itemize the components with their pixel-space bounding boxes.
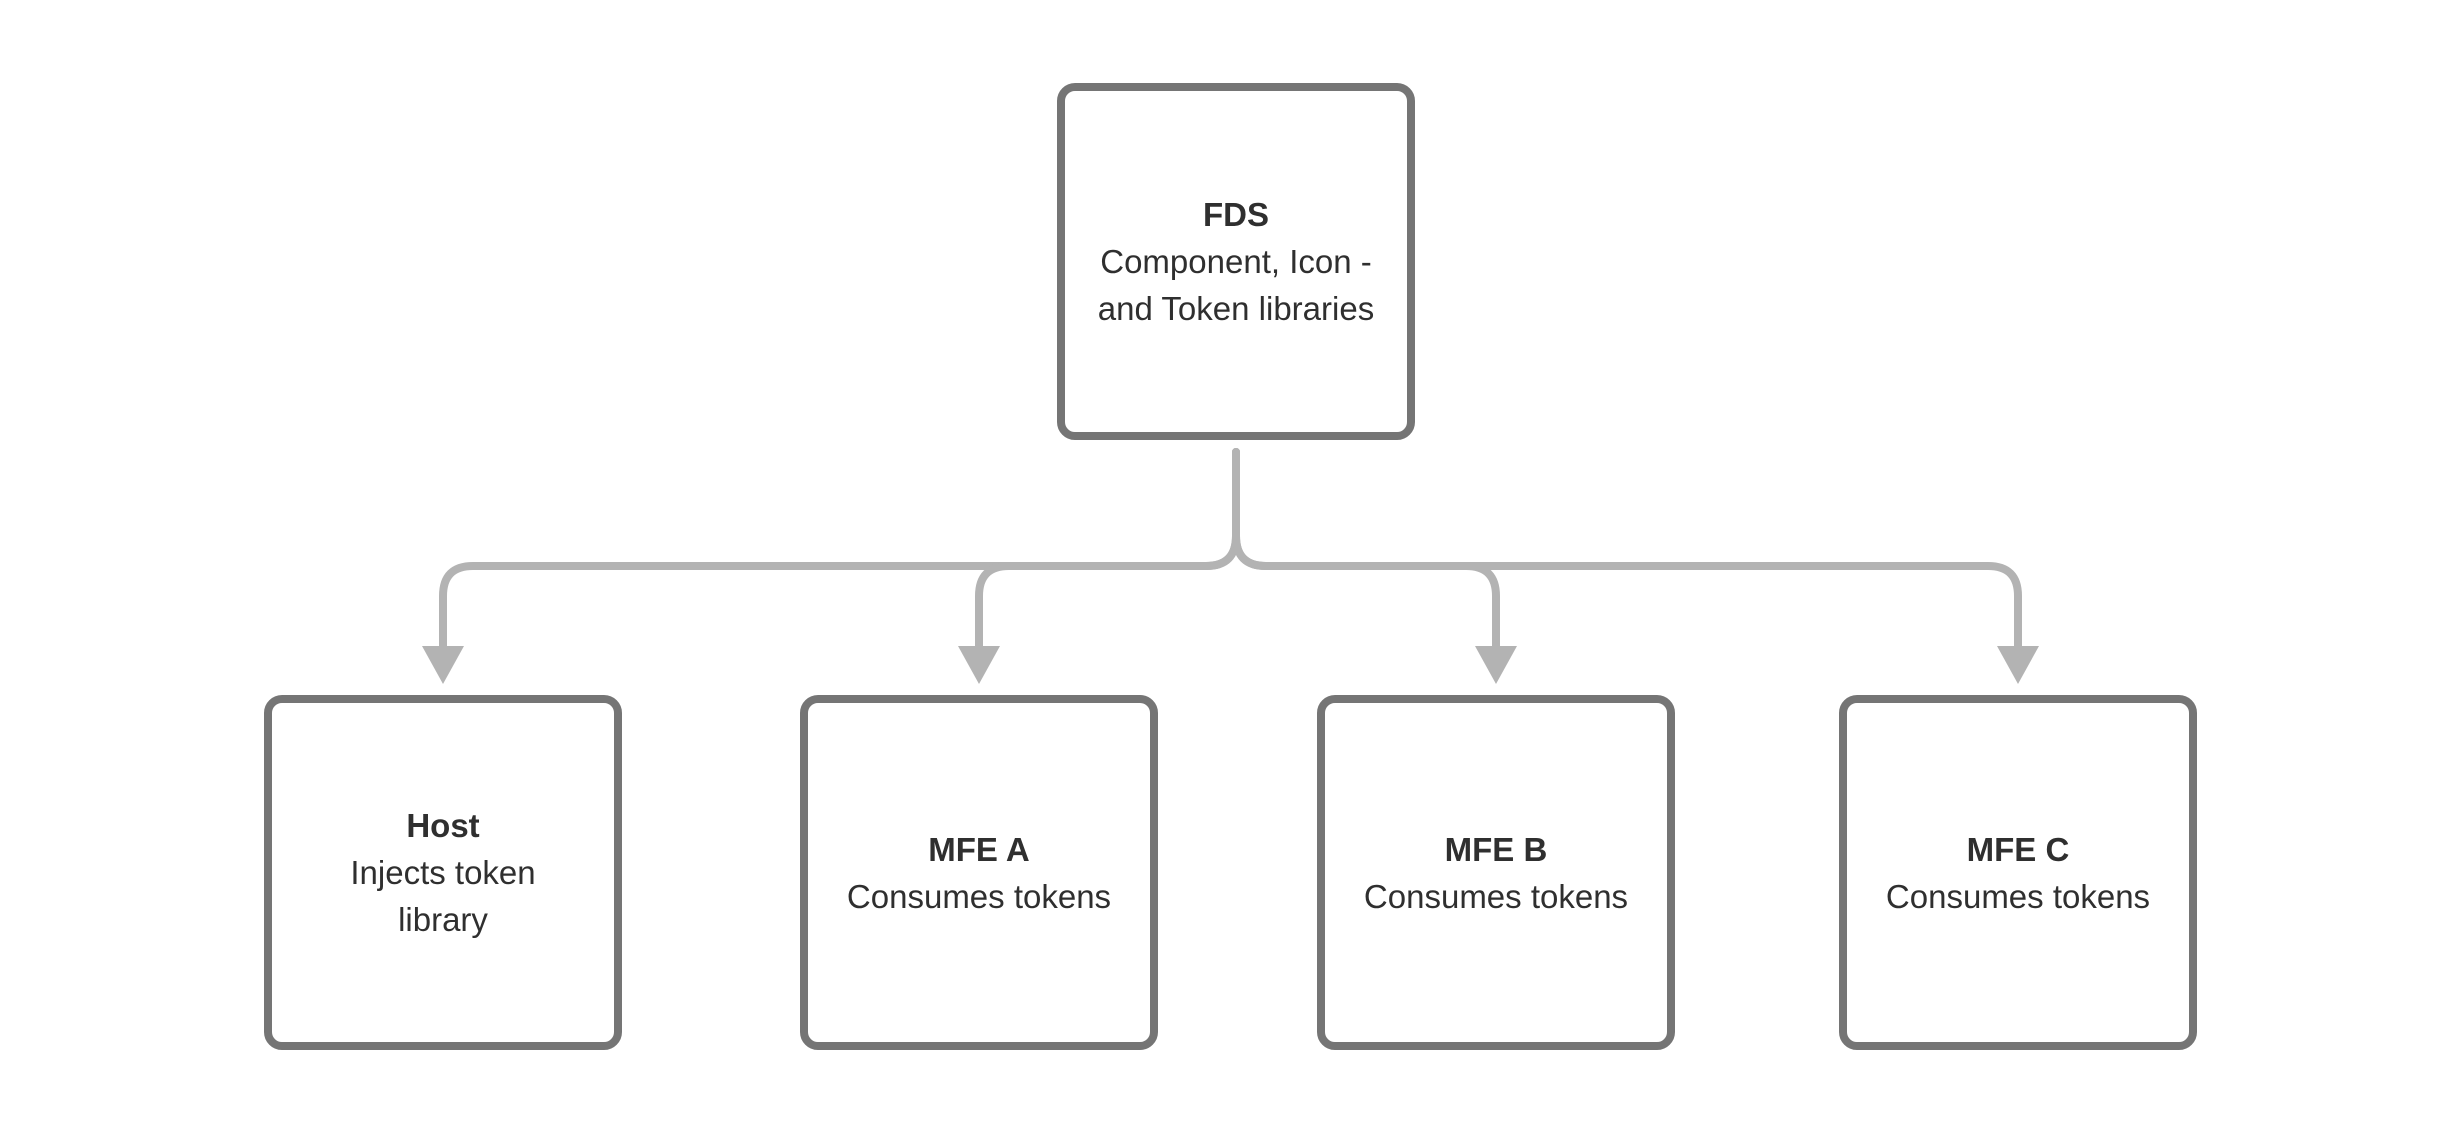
node-mfe-c: MFE C Consumes tokens [1839, 695, 2197, 1050]
arrowhead-mfe-c [1997, 646, 2039, 684]
node-fds: FDS Component, Icon - and Token librarie… [1057, 83, 1415, 440]
arrowhead-mfe-b [1475, 646, 1517, 684]
connector-fds-mfe-c [1232, 448, 2022, 652]
node-mfe-a: MFE A Consumes tokens [800, 695, 1158, 1050]
node-host-title: Host [406, 807, 480, 844]
connector-fds-host [439, 448, 1240, 652]
node-mfe-b-title: MFE B [1444, 830, 1548, 868]
node-mfe-b-line: Consumes tokens [1363, 877, 1629, 915]
connector-fds-mfe-b [1232, 448, 1500, 652]
node-mfe-c-line: Consumes tokens [1885, 877, 2151, 915]
connector-fds-mfe-a [975, 448, 1240, 652]
node-mfe-a-line: Consumes tokens [846, 877, 1112, 915]
node-host-line: Injects token [350, 854, 536, 891]
node-mfe-b: MFE B Consumes tokens [1317, 695, 1675, 1050]
node-fds-title: FDS [1203, 196, 1269, 233]
arrowhead-host [422, 646, 464, 684]
node-mfe-c-title: MFE C [1966, 830, 2070, 868]
node-fds-line: and Token libraries [1097, 290, 1375, 327]
node-fds-line: Component, Icon - [1100, 243, 1372, 280]
node-mfe-a-title: MFE A [928, 830, 1030, 868]
node-host: Host Injects token library [264, 695, 622, 1050]
node-host-line: library [398, 901, 488, 938]
arrowhead-mfe-a [958, 646, 1000, 684]
